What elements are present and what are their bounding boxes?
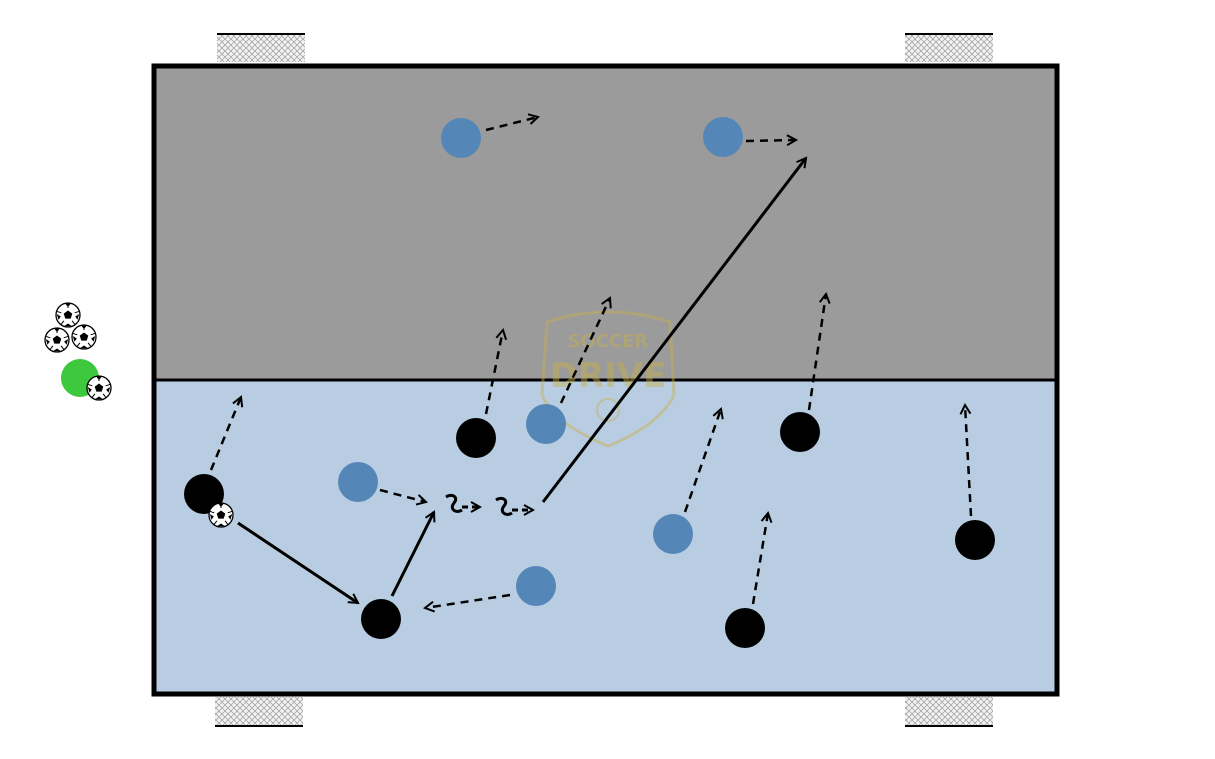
run-arrow <box>379 488 426 502</box>
watermark-line2: DRIVE <box>550 356 667 396</box>
soccer-ball-icon <box>71 324 97 350</box>
team-black <box>184 412 995 648</box>
field-border <box>151 63 1060 697</box>
pass-lines <box>237 158 806 605</box>
player-black <box>725 608 765 648</box>
player-blue <box>703 117 743 157</box>
goal-bottom-right <box>905 697 993 727</box>
mini-goal-icon <box>215 697 303 726</box>
goal-top-right <box>905 33 993 62</box>
pass-arrow <box>390 512 434 597</box>
player-blue <box>516 566 556 606</box>
mini-goal-icon <box>905 34 993 62</box>
soccer-ball-icon <box>55 302 81 328</box>
player-blue <box>338 462 378 502</box>
run-arrow <box>484 330 503 415</box>
dribble-squiggle <box>495 496 513 516</box>
goal-top-left <box>217 33 305 62</box>
soccer-ball-icon <box>86 375 112 401</box>
mini-goal-icon <box>217 34 305 62</box>
dribble-squiggle <box>445 493 463 513</box>
player-blue <box>653 514 693 554</box>
pass-arrow <box>237 521 358 605</box>
run-arrow <box>751 513 768 605</box>
player-blue <box>441 118 481 158</box>
player-black <box>955 520 995 560</box>
mini-goal-icon <box>905 697 993 726</box>
player-black <box>184 474 224 514</box>
run-arrow <box>559 298 610 404</box>
run-arrow <box>683 409 721 513</box>
watermark-line1: SOCCER <box>568 331 649 352</box>
player-black <box>456 418 496 458</box>
run-arrow <box>425 593 511 608</box>
player-black <box>361 599 401 639</box>
player-blue <box>526 404 566 444</box>
run-arrow <box>807 294 826 411</box>
run-arrow <box>485 117 538 132</box>
field-top-half <box>154 66 1057 380</box>
run-arrow <box>965 405 973 517</box>
team-blue <box>338 117 743 606</box>
soccer-ball-icon <box>208 502 234 528</box>
soccer-ball-icon <box>44 327 70 353</box>
pass-arrow <box>541 158 806 503</box>
player-black <box>780 412 820 452</box>
dribble-lines <box>445 493 533 516</box>
goal-bottom-left <box>215 697 303 727</box>
field-bottom-half <box>154 380 1057 694</box>
run-lines <box>209 117 973 608</box>
